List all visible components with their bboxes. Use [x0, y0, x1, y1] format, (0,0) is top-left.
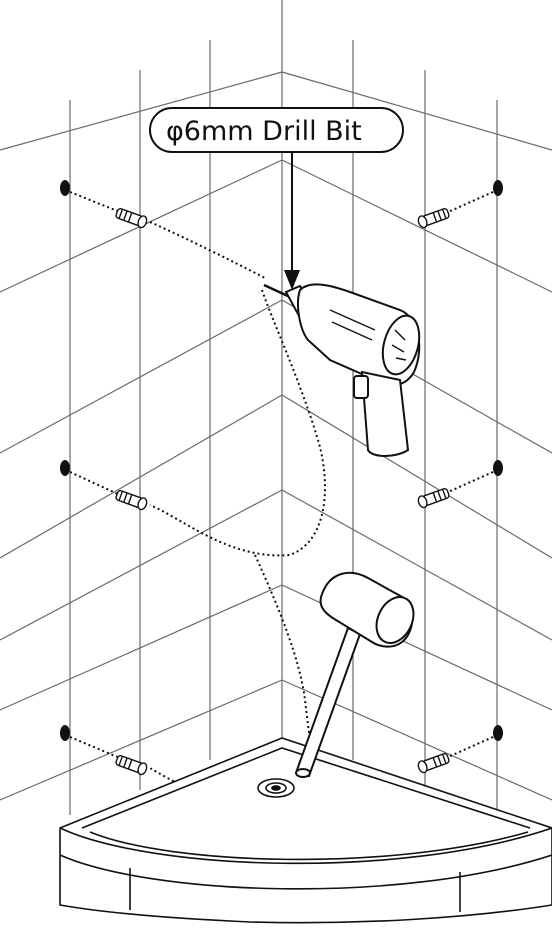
drill-hole-icon [493, 725, 503, 741]
wall-plug-icon [417, 752, 450, 774]
drill-hole-icon [493, 460, 503, 476]
drill-hole-icon [60, 725, 70, 741]
wall-plug-icon [417, 487, 450, 509]
rubber-mallet-icon [295, 571, 415, 778]
callout-label: φ6mm Drill Bit [166, 116, 362, 147]
wall-plug-icon [115, 207, 148, 229]
wall-plugs [115, 207, 450, 776]
callout-bubble [149, 107, 404, 153]
drill-hole-icon [60, 460, 70, 476]
drill-holes [60, 180, 503, 741]
electric-drill-icon [263, 283, 421, 457]
tile-wall [0, 0, 552, 815]
drill-bit-callout: φ6mm Drill Bit [149, 107, 404, 290]
drill-hole-icon [60, 180, 70, 196]
callout-arrowhead [284, 270, 300, 290]
wall-plug-icon [115, 489, 148, 511]
shower-tray-icon [59, 737, 552, 924]
wall-plug-icon [417, 207, 450, 229]
wall-plug-icon [115, 754, 148, 776]
drill-hole-icon [493, 180, 503, 196]
